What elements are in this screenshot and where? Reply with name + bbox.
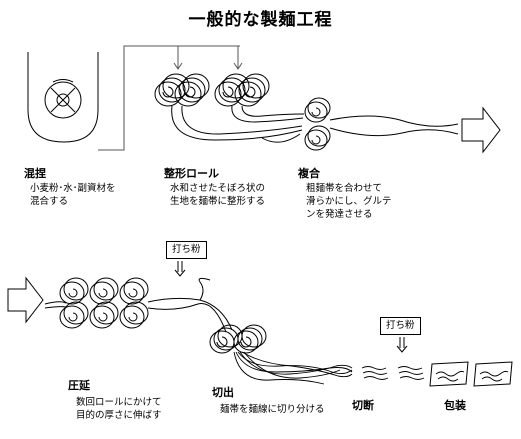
slitting-rolls bbox=[209, 324, 267, 354]
step-rolling-label: 圧延 bbox=[68, 379, 90, 392]
compound-roll bbox=[304, 97, 331, 151]
rolled-sheet bbox=[44, 277, 233, 333]
dusting-flour-label-1: 打ち粉 bbox=[166, 241, 207, 259]
package-icon-2 bbox=[473, 361, 513, 387]
mixer-bowl-icon bbox=[27, 52, 99, 143]
next-arrow-top bbox=[461, 106, 501, 154]
compound-sheet bbox=[261, 115, 459, 143]
step-packaging-label: 包装 bbox=[444, 399, 466, 412]
step-rolling-desc-1: 数回ロールにかけて bbox=[76, 397, 162, 408]
forming-roll-pair-1 bbox=[154, 73, 210, 107]
step-compound-desc-2: 滑らかにし、グルテ bbox=[306, 196, 392, 207]
step-forming-desc-1: 水和させたそぼろ状の bbox=[170, 183, 266, 194]
step-cutting-label: 切断 bbox=[352, 399, 374, 412]
step-rolling-desc-2: 目的の厚さに伸ばす bbox=[76, 410, 162, 421]
cut-noodle-pieces bbox=[361, 366, 425, 380]
next-arrow-bottom bbox=[7, 276, 44, 324]
dusting-arrow-1 bbox=[174, 261, 186, 277]
noodle-strands bbox=[233, 351, 353, 385]
step-mixing-label: 混捏 bbox=[24, 167, 46, 180]
step-compound-label: 複合 bbox=[298, 167, 320, 180]
diagram-title: 一般的な製麺工程 bbox=[188, 10, 333, 30]
dough-sheets bbox=[171, 105, 305, 141]
step-compound-desc-1: 粗麺帯を合わせて bbox=[306, 183, 383, 194]
step-slitting-desc-1: 麺帯を麺線に切り分ける bbox=[220, 404, 325, 415]
step-mixing-desc-1: 小麦粉･水･副資材を bbox=[30, 183, 116, 194]
dusting-arrow-2 bbox=[396, 337, 408, 353]
feed-line bbox=[98, 45, 243, 151]
package-icon-1 bbox=[429, 361, 469, 387]
step-compound-desc-3: ンを発達させる bbox=[306, 209, 373, 220]
dusting-flour-label-2: 打ち粉 bbox=[380, 317, 421, 335]
step-forming-desc-2: 生地を麺帯に整形する bbox=[170, 196, 266, 207]
forming-roll-pair-2 bbox=[214, 73, 270, 107]
step-mixing-desc-2: 混合する bbox=[30, 196, 69, 207]
step-forming-label: 整形ロール bbox=[164, 167, 219, 180]
step-slitting-label: 切出 bbox=[212, 386, 234, 399]
rolling-rolls bbox=[59, 277, 149, 329]
